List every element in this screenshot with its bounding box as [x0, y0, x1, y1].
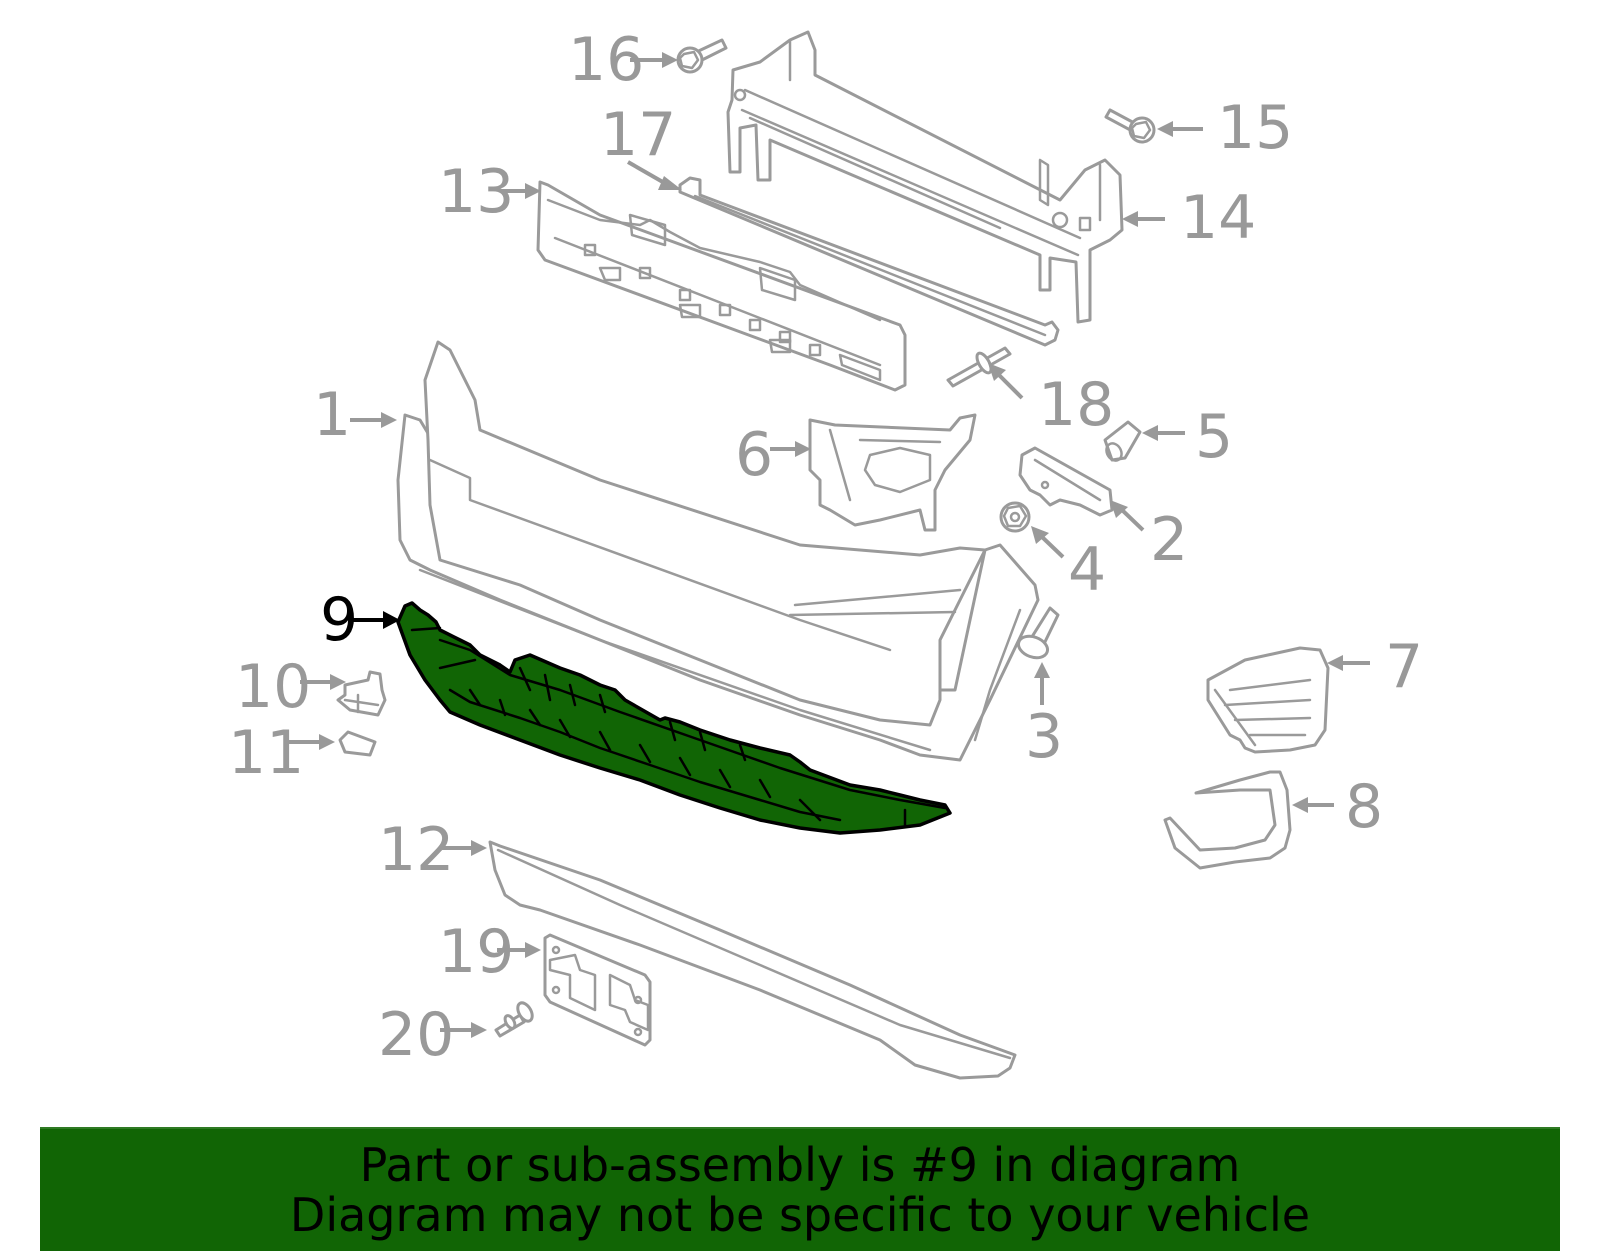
- part-20-push-pin[interactable]: [494, 1000, 535, 1038]
- callout-1[interactable]: 1: [313, 380, 351, 450]
- arrow-2: [1118, 506, 1145, 532]
- callout-3[interactable]: 3: [1025, 702, 1063, 772]
- callout-8[interactable]: 8: [1345, 772, 1383, 842]
- arrowhead-1-icon: [381, 412, 397, 428]
- part-2-sensor-bracket[interactable]: [1018, 446, 1114, 517]
- arrowhead-14-icon: [1122, 211, 1138, 227]
- arrowhead-6-icon: [795, 441, 811, 457]
- arrowhead-20-icon: [471, 1022, 487, 1038]
- part-3-push-pin[interactable]: [1015, 606, 1060, 662]
- banner-line-part-number: Part or sub-assembly is #9 in diagram: [359, 1138, 1241, 1192]
- part-8-bezel-trim[interactable]: [1163, 770, 1292, 870]
- part-13-absorber[interactable]: [536, 180, 907, 392]
- callout-20[interactable]: 20: [378, 1000, 454, 1070]
- arrow-18: [994, 370, 1024, 400]
- part-16-bolt[interactable]: [676, 38, 728, 74]
- part-18-rivet[interactable]: [946, 346, 1012, 388]
- arrowhead-3-icon: [1034, 662, 1050, 678]
- part-7-bezel[interactable]: [1206, 646, 1330, 754]
- callout-5[interactable]: 5: [1195, 402, 1233, 472]
- arrowhead-18-icon: [988, 363, 1006, 381]
- banner-line-disclaimer: Diagram may not be specific to your vehi…: [289, 1188, 1311, 1242]
- callout-11[interactable]: 11: [228, 718, 304, 788]
- parts-diagram: 16 17 15 13 14 18 1 6 5 2 4 9 10 11: [228, 25, 1423, 1080]
- part-6-bracket[interactable]: [808, 413, 977, 532]
- arrowhead-13-icon: [525, 183, 541, 199]
- part-9-lower-grille-highlighted[interactable]: [396, 601, 952, 835]
- part-11-clip[interactable]: [338, 730, 377, 757]
- part-17-strip[interactable]: [678, 176, 1060, 347]
- arrowhead-9-icon: [383, 611, 400, 629]
- arrowhead-16-icon: [662, 52, 678, 68]
- part-5-clip-nut[interactable]: [1103, 420, 1142, 463]
- part-14-reinforcement-bar[interactable]: [726, 30, 1124, 324]
- arrowhead-19-icon: [525, 942, 541, 958]
- part-4-nut[interactable]: [999, 501, 1031, 533]
- callout-14[interactable]: 14: [1180, 183, 1256, 253]
- part-19-license-bracket[interactable]: [543, 933, 652, 1047]
- arrowhead-5-icon: [1142, 425, 1158, 441]
- arrowhead-7-icon: [1327, 655, 1343, 671]
- part-10-clip[interactable]: [336, 670, 387, 717]
- part-1-bumper-cover[interactable]: [396, 340, 1040, 762]
- callout-10[interactable]: 10: [235, 652, 311, 722]
- callout-2[interactable]: 2: [1150, 505, 1188, 575]
- arrowhead-2-icon: [1110, 500, 1128, 518]
- callout-18[interactable]: 18: [1038, 370, 1114, 440]
- callout-15[interactable]: 15: [1217, 93, 1293, 163]
- callout-6[interactable]: 6: [735, 420, 773, 490]
- arrowhead-17-icon: [658, 176, 682, 190]
- callout-4[interactable]: 4: [1068, 535, 1106, 605]
- arrowhead-15-icon: [1157, 121, 1173, 137]
- info-banner: Part or sub-assembly is #9 in diagram Di…: [40, 1127, 1560, 1251]
- arrowhead-10-icon: [330, 674, 346, 690]
- arrow-4: [1038, 533, 1065, 559]
- callout-9-highlighted[interactable]: 9: [320, 585, 358, 655]
- arrowhead-4-icon: [1031, 526, 1049, 544]
- part-12-lower-lip[interactable]: [488, 840, 1017, 1080]
- part-15-bolt[interactable]: [1104, 108, 1156, 144]
- callout-7[interactable]: 7: [1385, 632, 1423, 702]
- arrow-17: [627, 160, 669, 187]
- callout-17[interactable]: 17: [600, 100, 676, 170]
- arrowhead-11-icon: [319, 734, 335, 750]
- arrowhead-8-icon: [1292, 797, 1308, 813]
- arrowhead-12-icon: [471, 840, 487, 856]
